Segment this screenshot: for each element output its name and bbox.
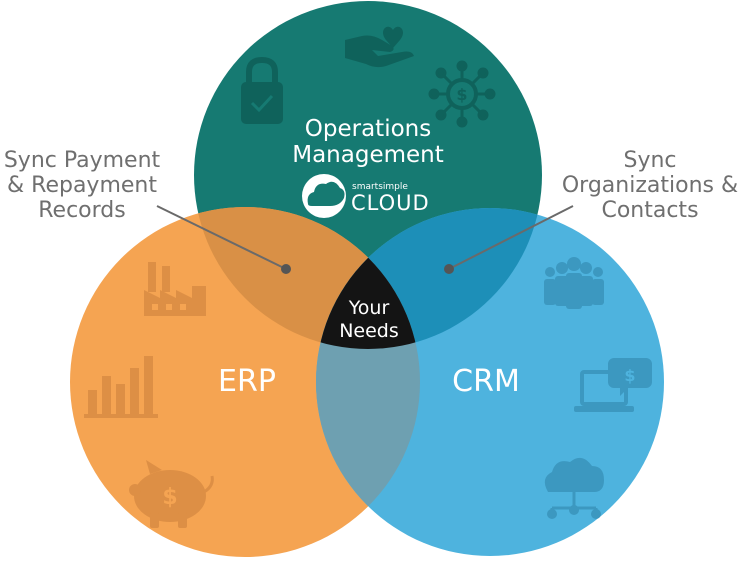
- right-callout-dot: [444, 264, 454, 274]
- logo-small-text: smartsimple: [352, 182, 408, 192]
- padlock-check-icon: [241, 56, 283, 124]
- hand-heart-icon: [345, 26, 414, 68]
- dollar-network-icon: $: [428, 60, 496, 128]
- operations-label-line2: Management: [292, 142, 444, 168]
- center-label-line2: Needs: [339, 320, 399, 342]
- logo-big-text: CLOUD: [351, 191, 430, 215]
- svg-text:$: $: [624, 366, 635, 385]
- callout-left-line1: Sync Payment: [3, 148, 161, 173]
- callout-right-line3: Contacts: [601, 198, 699, 223]
- right-callout-line: [448, 205, 574, 270]
- left-callout-dot: [281, 264, 291, 274]
- cloud-logo-icon: [307, 181, 345, 206]
- piggy-bank-icon: $: [129, 460, 214, 528]
- operations-erp-overlap: [194, 207, 420, 349]
- smartsimple-cloud-logo: smartsimple CLOUD: [302, 174, 430, 218]
- laptop-dollar-chat-icon: $: [574, 358, 652, 412]
- people-group-icon: [544, 257, 604, 309]
- sync-organizations-callout: Sync Organizations & Contacts: [556, 148, 744, 223]
- factory-icon: [144, 262, 206, 316]
- erp-label: ERP: [218, 364, 276, 399]
- callout-right-line1: Sync: [623, 148, 677, 173]
- bar-chart-icon: [84, 356, 158, 418]
- center-label-line1: Your: [348, 297, 390, 319]
- cloud-network-icon: [544, 457, 604, 519]
- left-callout-line: [156, 205, 287, 270]
- callout-left-line3: Records: [38, 198, 126, 223]
- crm-label: CRM: [452, 364, 520, 399]
- operations-label-line1: Operations: [305, 116, 431, 142]
- operations-crm-overlap: [316, 208, 542, 349]
- sync-payment-callout: Sync Payment & Repayment Records: [0, 148, 164, 223]
- svg-text:$: $: [162, 485, 177, 510]
- svg-text:$: $: [456, 85, 467, 104]
- callout-left-line2: & Repayment: [7, 173, 157, 198]
- callout-right-line2: Organizations &: [561, 173, 739, 198]
